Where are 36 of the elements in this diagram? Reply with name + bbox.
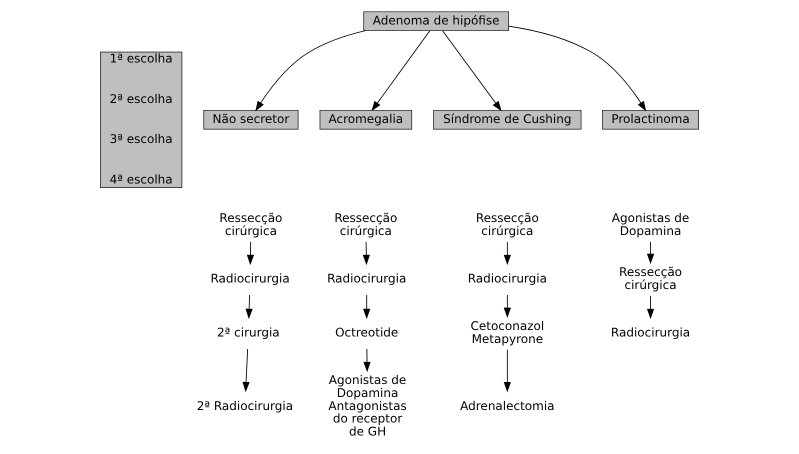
node-box: Adenoma de hipófise xyxy=(363,11,510,32)
arrow xyxy=(362,241,370,266)
node-box: Síndrome de Cushing xyxy=(433,110,582,130)
node-text: Octreotide xyxy=(335,326,398,340)
node-text: Adrenalectomia xyxy=(460,398,555,413)
arrow xyxy=(442,30,502,112)
arrow xyxy=(246,294,253,320)
arrow xyxy=(371,30,430,112)
arrow xyxy=(508,26,646,112)
arrow xyxy=(504,294,511,318)
node-text: Ressecção cirúrgica xyxy=(619,265,682,292)
arrow xyxy=(504,241,511,266)
node-text: Radiocirurgia xyxy=(468,271,547,286)
arrow xyxy=(363,348,371,372)
node-text: 2ª Radiocirurgia xyxy=(196,398,294,413)
node-text: Radiocirurgia xyxy=(610,326,690,340)
node-box: Acromegalia xyxy=(320,110,412,130)
arrow xyxy=(646,295,654,320)
node-text: Ressecção cirúrgica xyxy=(476,211,539,238)
arrow xyxy=(246,241,254,266)
arrow xyxy=(646,241,654,264)
arrow xyxy=(242,348,250,392)
node-text: Radiocirurgia xyxy=(210,271,290,286)
node-text: Radiocirurgia xyxy=(327,271,406,286)
node-text: Agonistas de Dopamina Antagonistas do receptor de GH xyxy=(328,373,407,439)
node-text: 2ª cirurgia xyxy=(217,326,280,340)
node-text: Cetoconazol Metapyrone xyxy=(470,319,544,346)
node-box: Não secretor xyxy=(203,110,299,130)
arrow xyxy=(255,30,366,112)
arrow xyxy=(504,349,511,392)
node-text: Ressecção cirúrgica xyxy=(334,211,398,238)
arrow xyxy=(363,294,370,320)
node-text: Ressecção cirúrgica xyxy=(219,211,282,238)
node-box: Prolactinoma xyxy=(602,110,699,130)
node-box: 1ª escolha 2ª escolha 3ª escolha 4ª escolha xyxy=(100,52,182,188)
node-text: Agonistas de Dopamina xyxy=(612,211,690,238)
